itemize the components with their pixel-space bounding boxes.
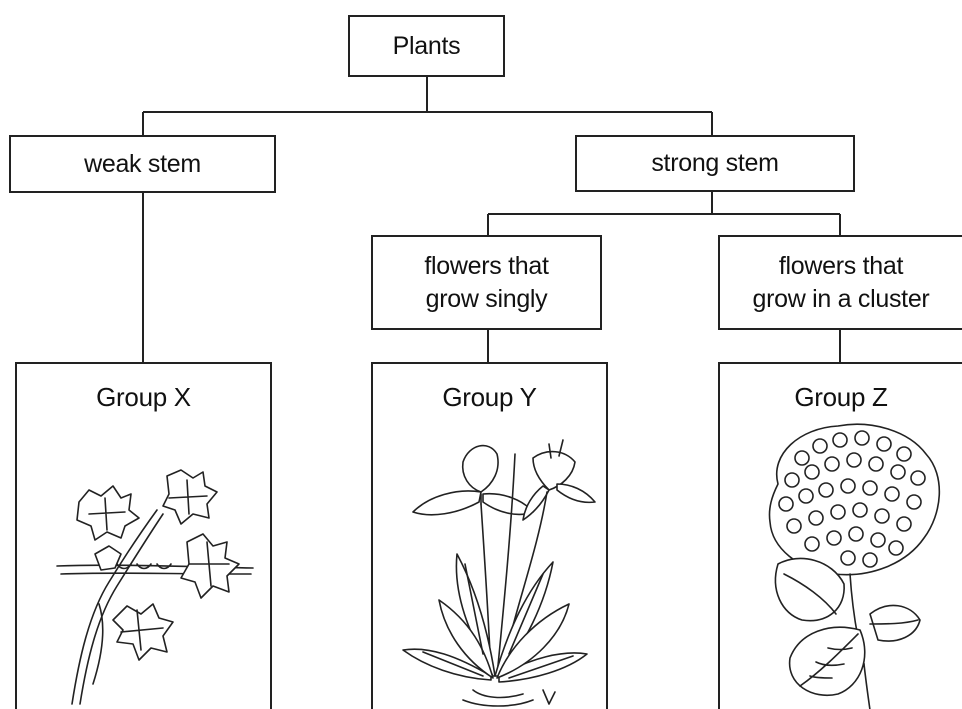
node-flowers-singly: flowers that grow singly (371, 235, 602, 330)
group-z-title: Group Z (720, 382, 962, 413)
flowers-cluster-line1: flowers that (779, 250, 903, 283)
root-node-plants: Plants (348, 15, 505, 77)
clustered-flower-drawing-icon (720, 414, 962, 709)
group-x-box: Group X (15, 362, 272, 709)
single-flower-plant-drawing-icon (373, 414, 608, 709)
strong-stem-label: strong stem (651, 147, 778, 180)
node-flowers-cluster: flowers that grow in a cluster (718, 235, 962, 330)
group-x-title: Group X (17, 382, 270, 413)
flowers-singly-line1: flowers that (424, 250, 548, 283)
climbing-ivy-drawing-icon (17, 414, 272, 709)
node-weak-stem: weak stem (9, 135, 276, 193)
weak-stem-label: weak stem (84, 148, 201, 181)
group-y-box: Group Y (371, 362, 608, 709)
group-y-title: Group Y (373, 382, 606, 413)
node-strong-stem: strong stem (575, 135, 855, 192)
group-z-box: Group Z (718, 362, 962, 709)
flowers-cluster-line2: grow in a cluster (753, 283, 930, 316)
root-label: Plants (393, 30, 461, 63)
flowers-singly-line2: grow singly (426, 283, 548, 316)
